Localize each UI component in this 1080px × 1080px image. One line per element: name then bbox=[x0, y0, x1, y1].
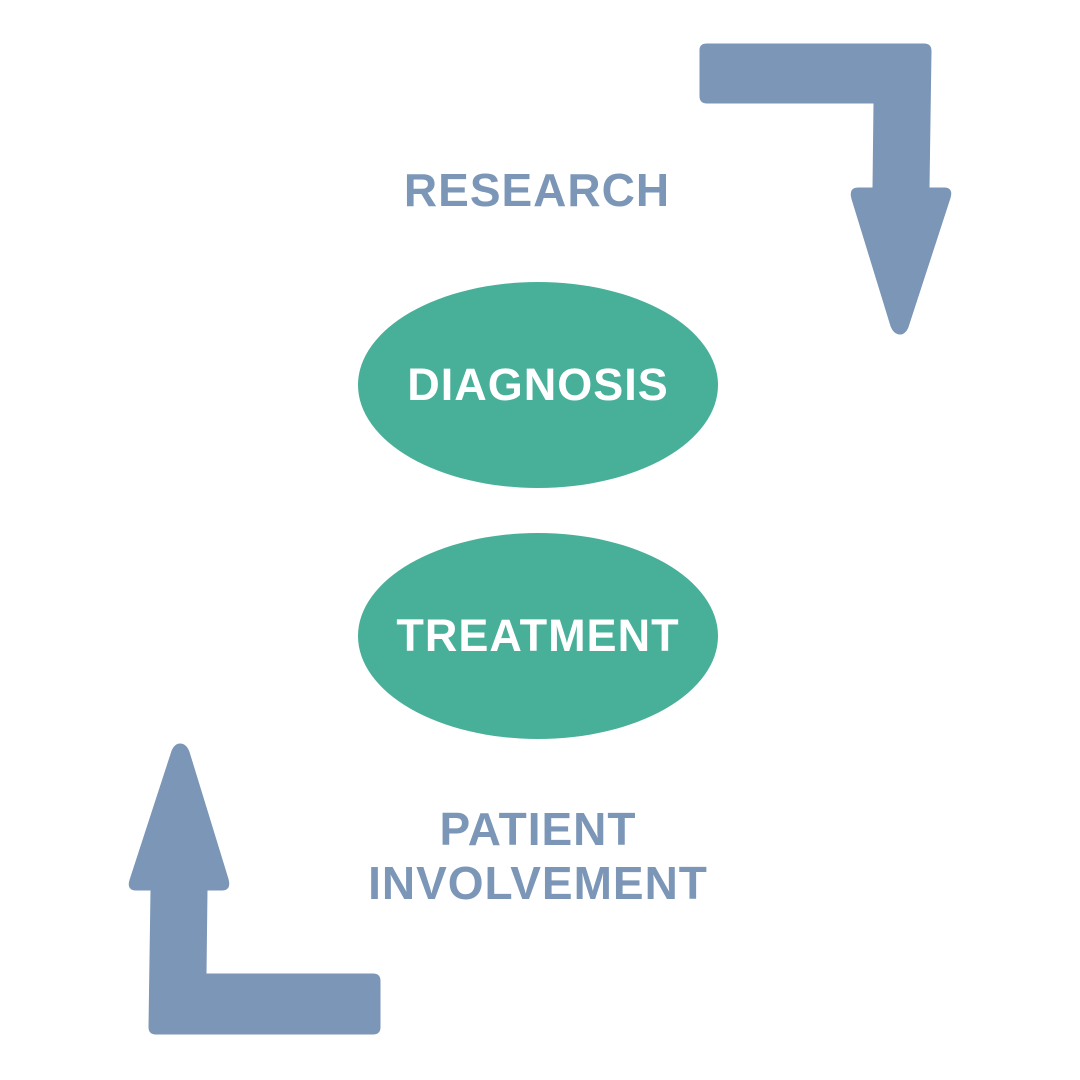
involvement-label-line: INVOLVEMENT bbox=[368, 857, 708, 909]
diagnosis-text: DIAGNOSIS bbox=[407, 359, 669, 410]
patient-label-line: PATIENT bbox=[439, 803, 637, 855]
treatment-text: TREATMENT bbox=[396, 610, 680, 661]
treatment-oval: TREATMENT bbox=[358, 533, 718, 739]
research-label-text: RESEARCH bbox=[403, 164, 671, 216]
arrow-bottom-left bbox=[128, 743, 381, 1035]
patient-involvement-label: PATIENT INVOLVEMENT bbox=[300, 802, 776, 910]
research-label: RESEARCH bbox=[340, 164, 734, 216]
arrow-top-right bbox=[699, 43, 952, 335]
diagnosis-oval: DIAGNOSIS bbox=[358, 282, 718, 488]
